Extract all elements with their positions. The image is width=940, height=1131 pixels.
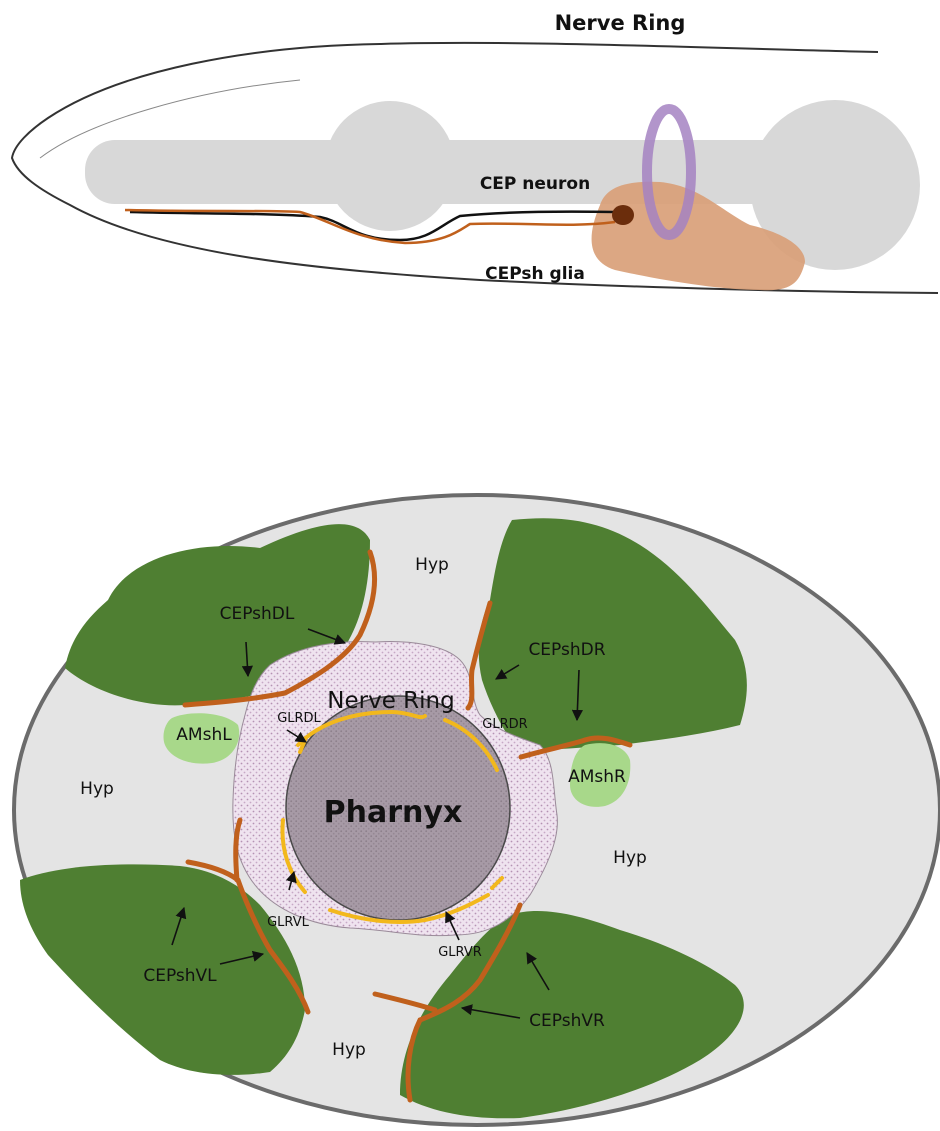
glr-dr-label: GLRDR bbox=[482, 717, 527, 732]
worm-side-view: Nerve Ring CEP neuron CEPsh glia bbox=[12, 11, 938, 293]
glr-vr-label: GLRVR bbox=[438, 945, 482, 960]
glr-vl-label: GLRVL bbox=[267, 915, 310, 930]
cepsh-dl-label: CEPshDL bbox=[220, 604, 295, 624]
hyp-label-dorsal: Hyp bbox=[415, 555, 449, 575]
cepsh-vr-label: CEPshVR bbox=[529, 1011, 605, 1031]
cross-section: Hyp Hyp Hyp Hyp CEPshDL CEPshDR CEPshVL … bbox=[14, 495, 940, 1125]
cepsh-dr-label: CEPshDR bbox=[528, 640, 605, 660]
cepsh-glia-label: CEPsh glia bbox=[485, 264, 585, 284]
hyp-label-right: Hyp bbox=[613, 848, 647, 868]
hyp-label-left: Hyp bbox=[80, 779, 114, 799]
top-nerve-ring-label: Nerve Ring bbox=[555, 11, 686, 35]
amsh-left-label: AMshL bbox=[176, 725, 232, 745]
hyp-label-ventral: Hyp bbox=[332, 1040, 366, 1060]
cep-neuron-cell-body bbox=[612, 205, 634, 225]
amsh-right-label: AMshR bbox=[568, 767, 626, 787]
cepsh-vl-label: CEPshVL bbox=[143, 966, 217, 986]
cep-neuron-label: CEP neuron bbox=[480, 174, 590, 194]
pharynx-label: Pharnyx bbox=[324, 795, 463, 830]
nerve-ring-label: Nerve Ring bbox=[327, 688, 454, 714]
glr-dl-label: GLRDL bbox=[277, 711, 321, 726]
